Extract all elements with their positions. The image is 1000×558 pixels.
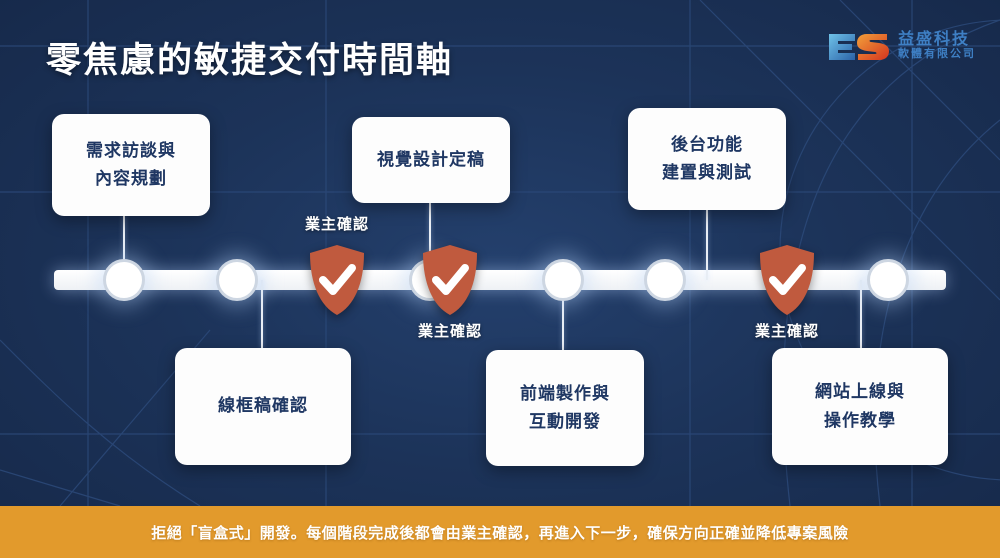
logo-company-name: 益盛科技: [898, 30, 971, 48]
card-line: 內容規劃: [95, 169, 167, 188]
card-line: 操作教學: [824, 410, 896, 430]
card-visual-design[interactable]: 視覺設計定稿: [352, 117, 510, 203]
card-launch[interactable]: 網站上線與操作教學: [772, 348, 948, 465]
card-line: 前端製作與: [520, 383, 610, 403]
timeline-node-5[interactable]: [644, 259, 686, 301]
card-line: 線框稿確認: [218, 396, 308, 416]
logo-mark-icon: [827, 28, 891, 64]
shield-check-icon-3[interactable]: [758, 244, 816, 316]
connector-card-launch: [860, 280, 862, 348]
connector-card-frontend: [562, 280, 564, 350]
card-frontend[interactable]: 前端製作與互動開發: [486, 350, 644, 466]
card-line: 需求訪談與: [86, 140, 176, 160]
page-title: 零焦慮的敏捷交付時間軸: [46, 41, 454, 80]
footer-text: 拒絕「盲盒式」開發。每個階段完成後都會由業主確認，再進入下一步，確保方向正確並降…: [151, 524, 849, 542]
connector-card-wireframe: [261, 280, 263, 348]
timeline-node-1[interactable]: [103, 259, 145, 301]
card-requirements[interactable]: 需求訪談與內容規劃: [52, 114, 210, 216]
shield-label-3: 業主確認: [754, 323, 820, 340]
connector-card-requirements: [123, 216, 125, 280]
card-line: 建置與測試: [662, 163, 752, 182]
connector-card-backend: [706, 210, 708, 280]
card-line: 網站上線與: [815, 382, 905, 402]
footer-banner: 拒絕「盲盒式」開發。每個階段完成後都會由業主確認，再進入下一步，確保方向正確並降…: [0, 506, 1000, 558]
company-logo: 益盛科技 軟體有限公司: [827, 28, 976, 64]
card-backend[interactable]: 後台功能建置與測試: [628, 108, 786, 210]
card-wireframe[interactable]: 線框稿確認: [175, 348, 351, 465]
connector-card-visual-design: [429, 203, 431, 280]
card-line: 後台功能: [671, 134, 743, 154]
timeline-rail: [54, 270, 946, 290]
card-line: 視覺設計定稿: [377, 149, 485, 169]
shield-check-icon-1[interactable]: [308, 244, 366, 316]
timeline-node-6[interactable]: [867, 259, 909, 301]
shield-check-icon-2[interactable]: [421, 244, 479, 316]
shield-label-2: 業主確認: [417, 323, 483, 340]
card-line: 互動開發: [529, 412, 601, 431]
timeline-node-4[interactable]: [542, 259, 584, 301]
timeline-node-2[interactable]: [216, 259, 258, 301]
logo-company-subtitle: 軟體有限公司: [898, 47, 976, 60]
shield-label-1: 業主確認: [304, 216, 370, 233]
